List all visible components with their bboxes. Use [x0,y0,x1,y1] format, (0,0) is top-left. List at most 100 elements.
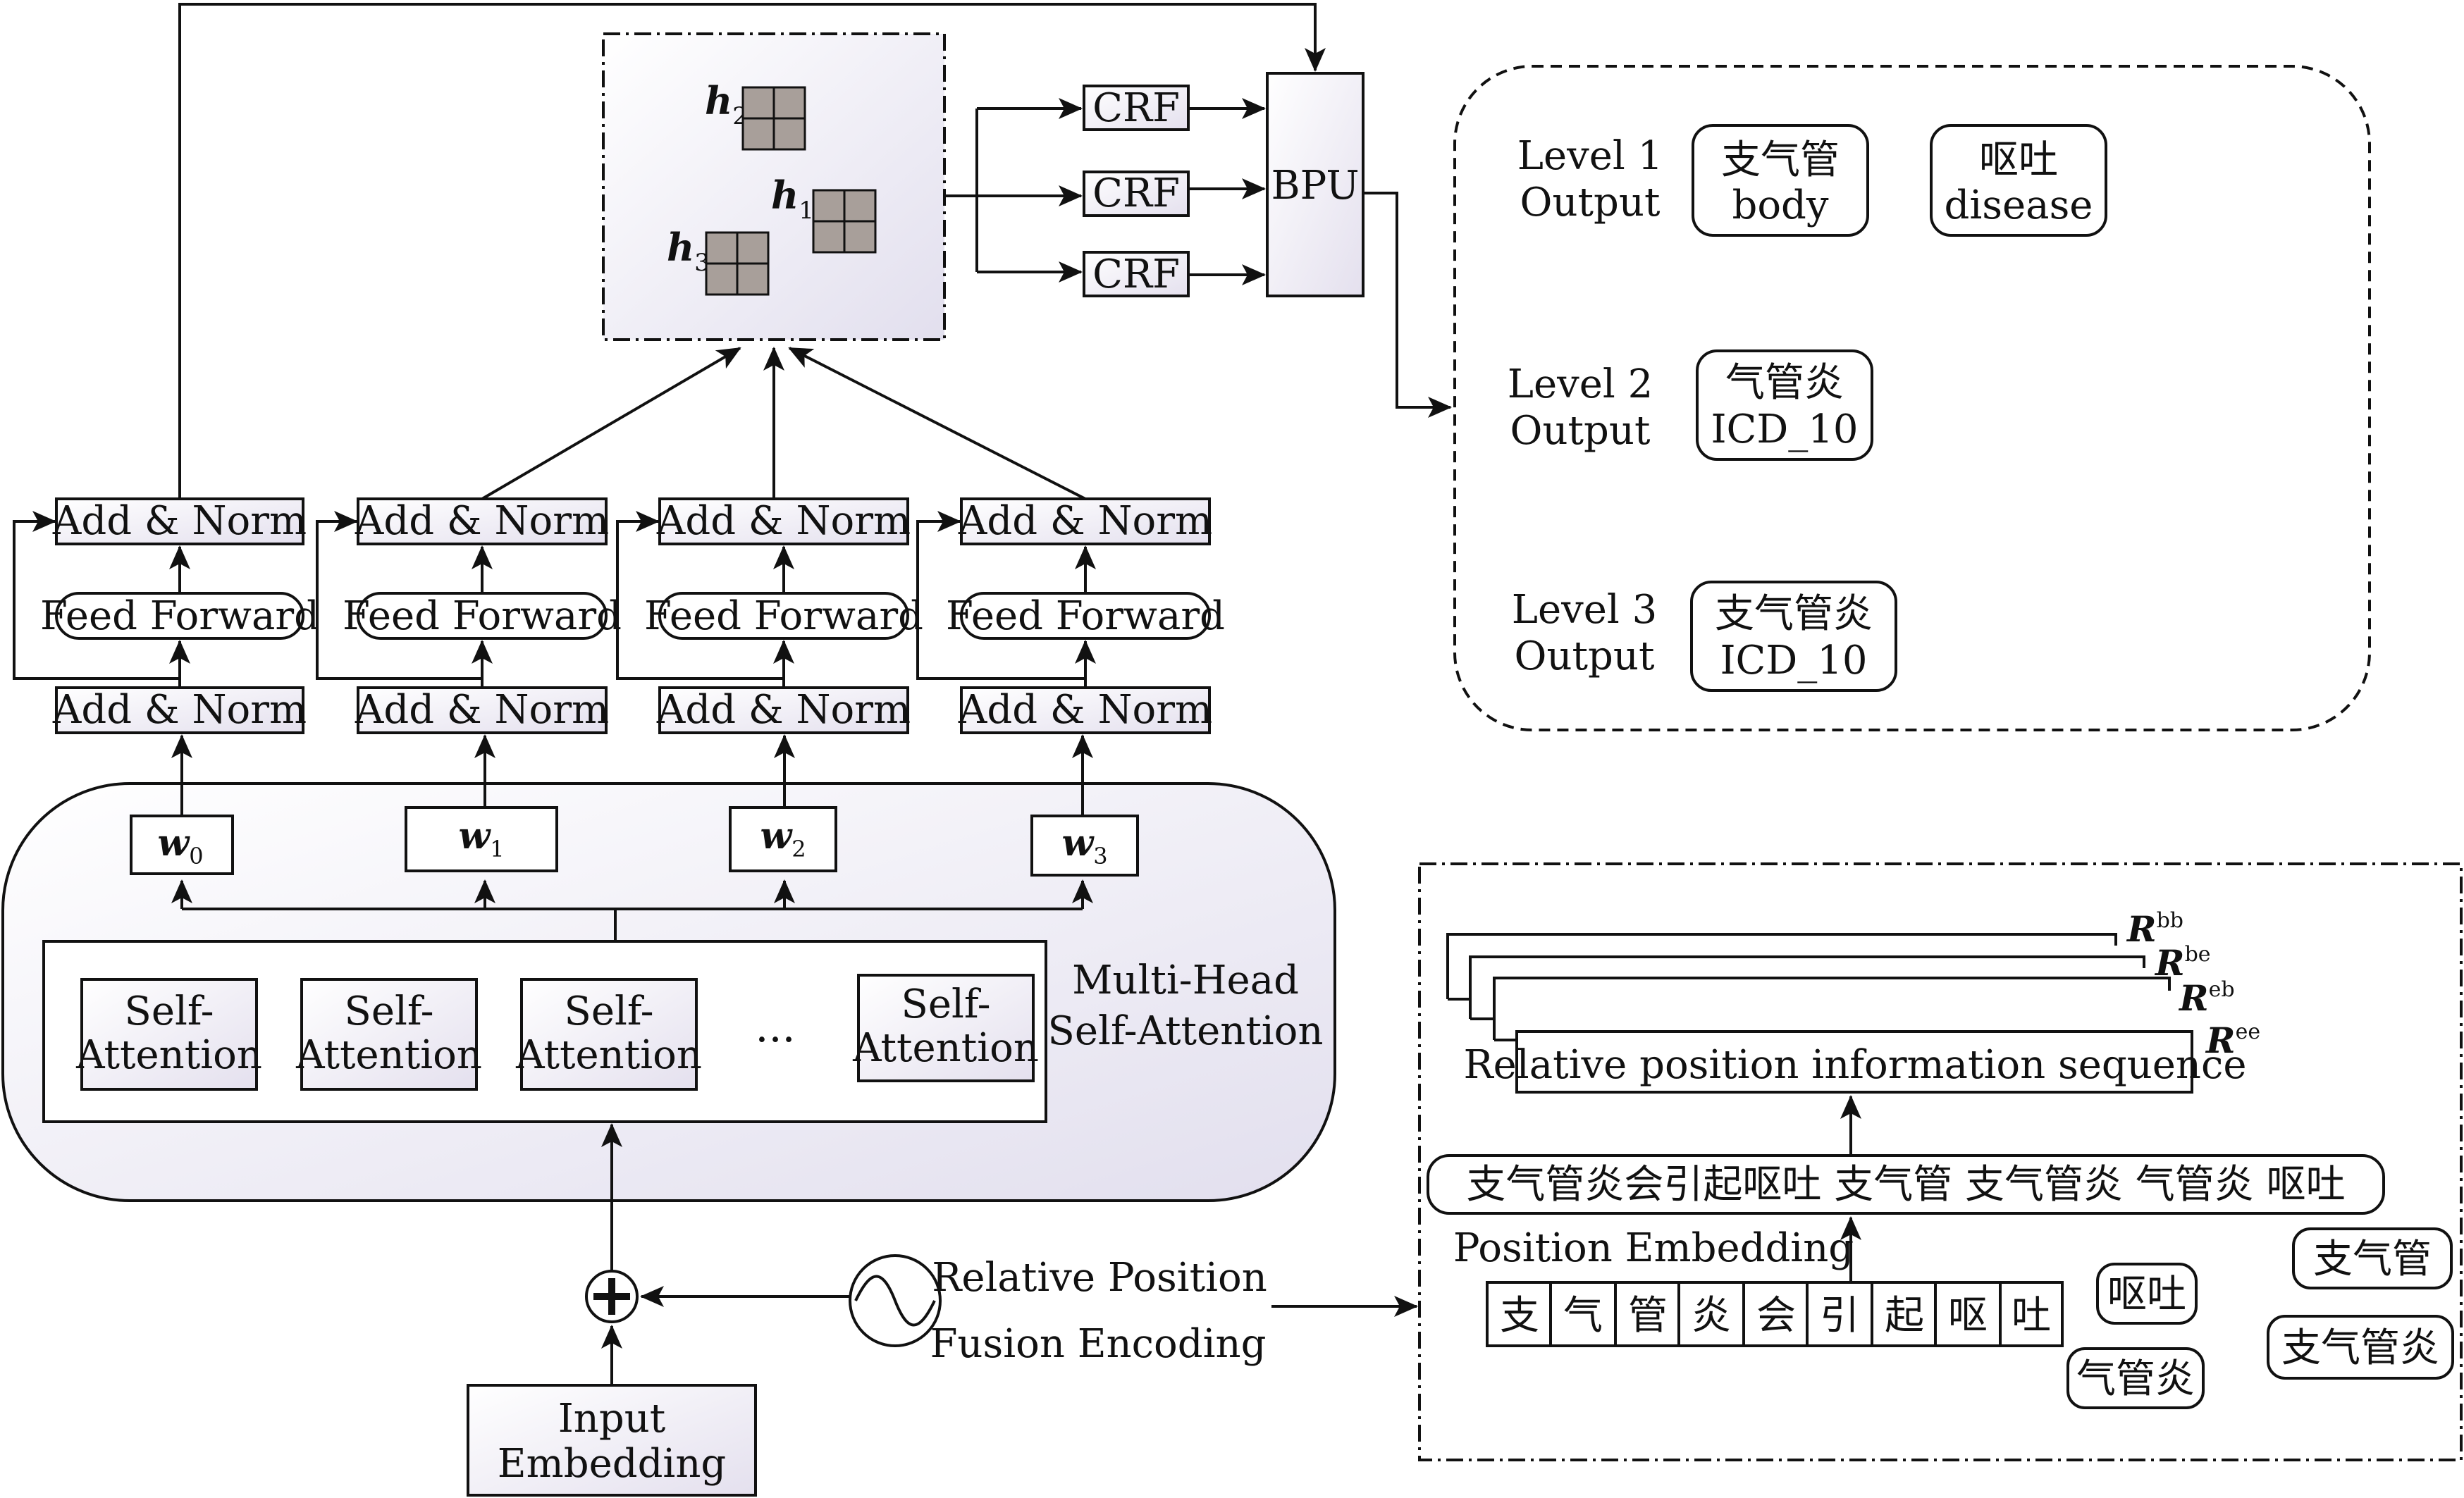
add-norm-lower-label: Add & Norm [355,687,609,733]
self-attention-label-line1: Self- [124,989,214,1034]
self-attention-head-n: Self- Attention [852,974,1039,1082]
hidden-h2-symbol: h [705,78,732,123]
arrow-col3-hidden [788,347,1086,500]
lexicon-word-label: 支气管炎 [2281,1325,2439,1371]
hidden-h1-grid [812,189,877,254]
lexicon-word-zhiqiguanyan: 支气管炎 [2267,1315,2454,1380]
level1-label-line1: Level 1 [1517,133,1663,179]
svg-text:Rbb: Rbb [2126,908,2183,950]
weight-subscript: 1 [490,836,504,862]
input-embedding-line2: Embedding [498,1441,727,1487]
encoder-block-3: Add & Norm Feed Forward Add & Norm [916,497,1225,734]
level2-box: 气管炎 ICD_10 [1696,349,1873,461]
matrix-rbb-sup: bb [2157,908,2183,933]
add-norm-upper-label: Add & Norm [656,498,911,544]
level1-disease-box: 呕吐 disease [1930,124,2107,237]
self-attention-label-line2: Attention [75,1032,262,1078]
level2-type: ICD_10 [1711,407,1858,452]
weight-w3: w3 [1030,815,1139,877]
svg-text:w3: w3 [1061,822,1107,869]
weight-w1: w1 [405,806,558,872]
hierarchical-output-panel [1453,65,2371,731]
matrix-reb-symbol: R [2178,977,2209,1019]
arrow-col1-hidden [481,347,741,500]
encoder-block-2: Add & Norm Feed Forward Add & Norm [616,497,923,734]
char-cell: 支 [1500,1293,1539,1339]
crf-box-1: CRF [1083,85,1190,131]
weight-subscript: 3 [1093,843,1107,869]
matrix-reb-sup: eb [2209,977,2235,1002]
self-attention-label-line2: Attention [852,1025,1039,1071]
add-norm-upper-label: Add & Norm [52,498,307,544]
ellipsis: ... [755,1003,795,1052]
weight-w0: w0 [130,815,234,875]
svg-text:w0: w0 [157,822,203,869]
add-norm-lower-label: Add & Norm [52,687,307,733]
feed-forward-label: Feed Forward [644,593,923,639]
bpu-box: BPU [1266,72,1365,297]
add-norm-upper-box [960,497,1211,545]
level2-label-line2: Output [1510,408,1651,454]
weight-w2: w2 [729,806,837,872]
svg-text:h2: h2 [705,78,748,130]
char-cell: 炎 [1692,1293,1731,1339]
matrix-rbb-symbol: R [2126,908,2157,950]
level2-entity: 气管炎 [1725,360,1844,406]
matrix-rbe-sup: be [2185,942,2211,967]
lexicon-word-zhiqiguan: 支气管 [2292,1227,2453,1289]
self-attention-label-line1: Self- [901,982,990,1027]
level1-type: body [1732,182,1828,228]
char-cell: 管 [1628,1293,1668,1339]
relative-sequence-box [1515,1030,2193,1094]
svg-text:Ree: Ree [2205,1020,2260,1061]
lexicon-word-label: 呕吐 [2107,1272,2186,1318]
add-norm-upper-box [55,497,304,545]
self-attention-label-line2: Attention [295,1032,482,1078]
crf-box-2: CRF [1083,171,1190,217]
add-norm-lower-label: Add & Norm [958,687,1212,733]
lexicon-word-label: 支气管 [2313,1237,2432,1282]
lexicon-word-outu: 呕吐 [2096,1263,2198,1325]
self-attention-label-line1: Self- [344,989,433,1034]
plus-circle-icon [585,1270,639,1323]
lexicon-word-qiguanyan: 气管炎 [2066,1347,2205,1409]
sine-wave-icon [849,1254,942,1347]
bpu-label: BPU [1271,163,1359,209]
hidden-h3-symbol: h [667,225,694,270]
feed-forward-label: Feed Forward [40,593,319,639]
add-norm-upper-label: Add & Norm [958,498,1212,544]
character-sequence: 支 气 管 炎 会 引 起 呕 吐 [1486,1281,2064,1347]
matrix-ree-symbol: R [2205,1020,2236,1061]
self-attention-head-2: Self- Attention [295,978,482,1091]
multi-head-label-line2: Self-Attention [1048,1008,1324,1054]
self-attention-label-line1: Self- [564,989,653,1034]
self-attention-head-3: Self- Attention [515,978,702,1091]
input-embedding-line1: Input [558,1396,666,1442]
weight-subscript: 0 [189,843,203,869]
svg-text:Reb: Reb [2178,977,2235,1019]
level2-label-line1: Level 2 [1508,361,1653,407]
level1-entity: 支气管 [1721,137,1840,183]
char-cell: 引 [1820,1293,1859,1339]
char-cell: 呕 [1948,1293,1988,1339]
word-sequence-label: 支气管炎会引起呕吐 支气管 支气管炎 气管炎 呕吐 [1466,1162,2345,1208]
add-norm-upper-label: Add & Norm [355,498,609,544]
lexicon-word-label: 气管炎 [2076,1356,2195,1402]
weight-subscript: 2 [791,836,806,862]
level3-label-line1: Level 3 [1512,587,1657,633]
hidden-states-box [602,32,946,341]
input-embedding-box: Input Embedding [467,1384,757,1497]
svg-text:Rbe: Rbe [2154,942,2211,984]
position-embedding-label: Position Embedding [1453,1225,1854,1271]
crf-label: CRF [1092,252,1180,297]
svg-text:w2: w2 [760,815,806,862]
add-norm-lower-box [357,686,608,734]
encoder-block-1: Add & Norm Feed Forward Add & Norm [316,497,622,734]
char-cell: 会 [1756,1293,1796,1339]
crf-box-3: CRF [1083,251,1190,297]
hidden-h1-subscript: 1 [799,197,814,225]
relative-position-line2: Fusion Encoding [930,1321,1267,1367]
weight-symbol: w [760,815,793,858]
bpu-to-output-arrow [1363,192,1452,418]
